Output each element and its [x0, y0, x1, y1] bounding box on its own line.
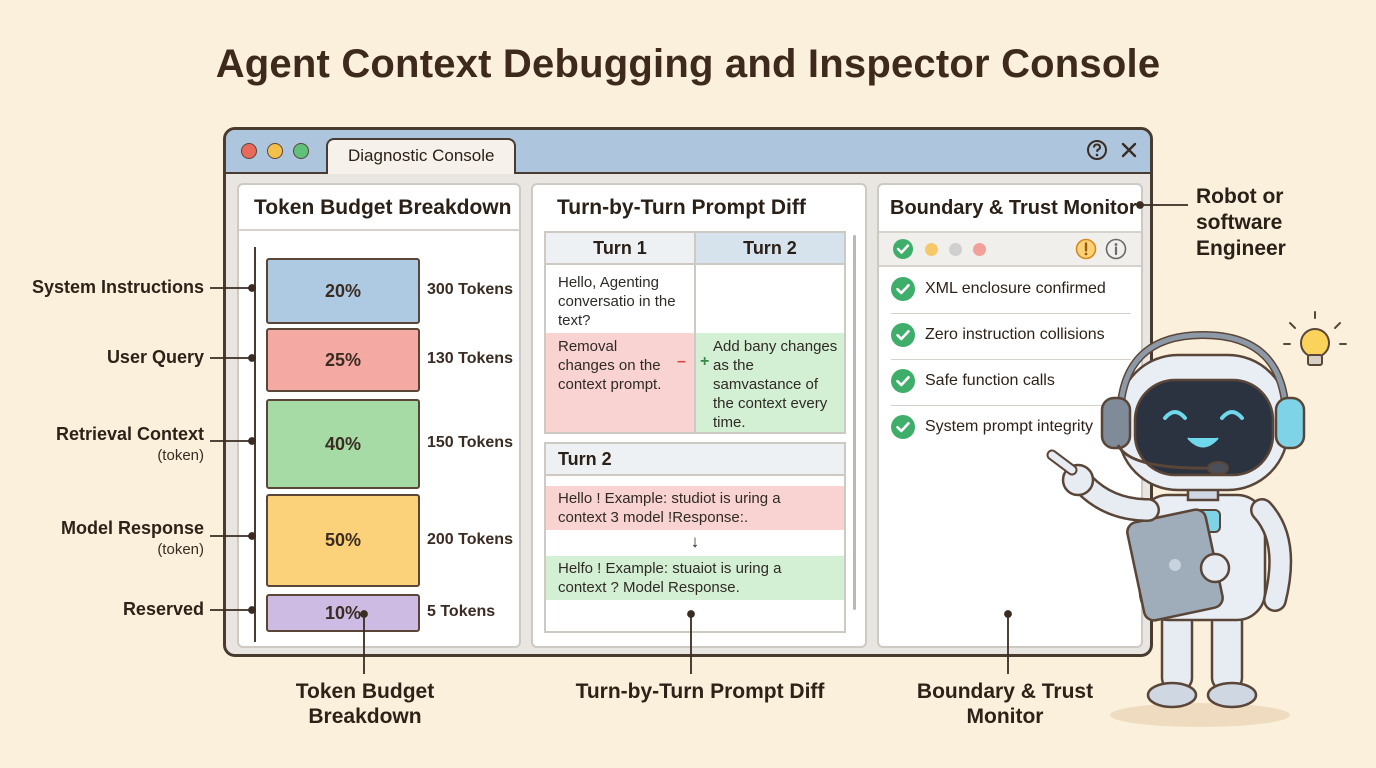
trust-bottom-label: Boundary & Trust Monitor — [916, 680, 1094, 728]
status-dot-gray — [949, 243, 962, 256]
removed-marker: – — [677, 353, 686, 370]
token-count: 5 Tokens — [427, 603, 496, 620]
check-divider — [891, 359, 1131, 360]
page-title: Agent Context Debugging and Inspector Co… — [215, 42, 1161, 86]
close-traffic-light[interactable] — [241, 143, 257, 159]
status-dot-red — [973, 243, 986, 256]
diff-arrow-icon: ↓ — [690, 532, 700, 551]
turn2-added-block: Helfo ! Example: stuaiot is uring a cont… — [546, 556, 844, 600]
token-bar-percent: 20% — [324, 280, 362, 301]
check-divider — [891, 405, 1131, 406]
segment-label: User Query — [106, 347, 204, 367]
segment-label: System Instructions — [31, 277, 204, 297]
segment-label: Reserved — [122, 599, 204, 619]
token-bar-percent: 10% — [324, 602, 362, 623]
segment-sublabel: (token) — [157, 447, 204, 464]
removed-block: Removal changes on the context prompt. – — [546, 333, 694, 432]
added-block: + Add bany changes as the samvastance of… — [696, 333, 844, 432]
info-circle-icon[interactable] — [1105, 238, 1127, 260]
trust-status-bar — [879, 231, 1141, 267]
minimize-traffic-light[interactable] — [267, 143, 283, 159]
turn1-text: Hello, Agenting conversatio in the text? — [558, 274, 676, 329]
token-bar-2: 40% — [266, 399, 420, 489]
column-turn-2: Turn 2 — [696, 233, 844, 265]
trust-check-label: XML enclosure confirmed — [925, 280, 1106, 297]
token-count: 130 Tokens — [427, 350, 513, 367]
segment-sublabel: (token) — [157, 541, 204, 558]
token-axis — [254, 247, 256, 642]
token-count: 150 Tokens — [427, 434, 513, 451]
turn2-removed-block: Hello ! Example: studiot is uring a cont… — [546, 486, 844, 530]
diff-panel-title: Turn-by-Turn Prompt Diff — [557, 196, 806, 219]
removed-text: Removal changes on the context prompt. — [558, 338, 662, 393]
turn2-section-title: Turn 2 — [546, 444, 844, 476]
check-circle-icon — [891, 277, 915, 301]
check-divider — [891, 313, 1131, 314]
warning-circle-icon[interactable] — [1075, 238, 1097, 260]
added-text: Add bany changes as the samvastance of t… — [713, 338, 838, 431]
added-marker: + — [700, 353, 710, 370]
check-circle-icon — [891, 323, 915, 347]
help-circle-icon[interactable] — [1086, 139, 1108, 161]
robot-callout-label: Robot or software Engineer — [1196, 185, 1286, 260]
token-bar-percent: 25% — [324, 349, 362, 370]
status-dot-yellow — [925, 243, 938, 256]
token-budget-panel: Token Budget Breakdown 20% 300 Tokens 25% 1… — [237, 183, 521, 648]
token-panel-title: Token Budget Breakdown — [239, 185, 519, 231]
check-circle-icon — [891, 369, 915, 393]
lightbulb-icon — [1283, 311, 1347, 366]
segment-label: Retrieval Context — [55, 424, 204, 444]
tab-diagnostic-console[interactable]: Diagnostic Console — [326, 138, 516, 174]
token-bar-4: 10% — [266, 594, 420, 632]
trust-check-label: System prompt integrity — [925, 418, 1094, 435]
maximize-traffic-light[interactable] — [293, 143, 309, 159]
token-bar-3: 50% — [266, 494, 420, 587]
segment-label: Model Response — [60, 518, 204, 538]
diff-bottom-label: Turn-by-Turn Prompt Diff — [575, 680, 825, 703]
token-bar-percent: 40% — [324, 433, 362, 454]
trust-check-label: Zero instruction collisions — [925, 326, 1105, 343]
turn-compare-table: Turn 1 Turn 2 Hello, Agenting conversati… — [544, 231, 846, 434]
turn2-removed-text: Hello ! Example: studiot is uring a cont… — [558, 490, 781, 526]
turn2-section: Turn 2 Hello ! Example: studiot is uring… — [544, 442, 846, 633]
diff-scrollbar[interactable] — [853, 235, 856, 610]
token-bottom-label: Token Budget Breakdown — [295, 680, 435, 728]
token-count: 300 Tokens — [427, 281, 513, 298]
window-titlebar: Diagnostic Console — [226, 130, 1150, 174]
turn2-added-text: Helfo ! Example: stuaiot is uring a cont… — [558, 560, 782, 596]
token-bar-percent: 50% — [324, 530, 362, 550]
status-ok-icon — [893, 239, 913, 259]
check-circle-icon — [891, 415, 915, 439]
token-bar-1: 25% — [266, 328, 420, 392]
token-count: 200 Tokens — [427, 530, 513, 548]
trust-panel-title: Boundary & Trust Monitor — [890, 197, 1137, 219]
token-bar-0: 20% — [266, 258, 420, 324]
prompt-diff-panel: Turn-by-Turn Prompt Diff Turn 1 Turn 2 H… — [531, 183, 867, 648]
column-turn-1: Turn 1 — [546, 233, 696, 265]
robot-illustration — [1046, 311, 1347, 727]
close-icon[interactable] — [1118, 139, 1140, 161]
trust-check-label: Safe function calls — [925, 372, 1055, 389]
robot-shadow — [1110, 703, 1290, 727]
